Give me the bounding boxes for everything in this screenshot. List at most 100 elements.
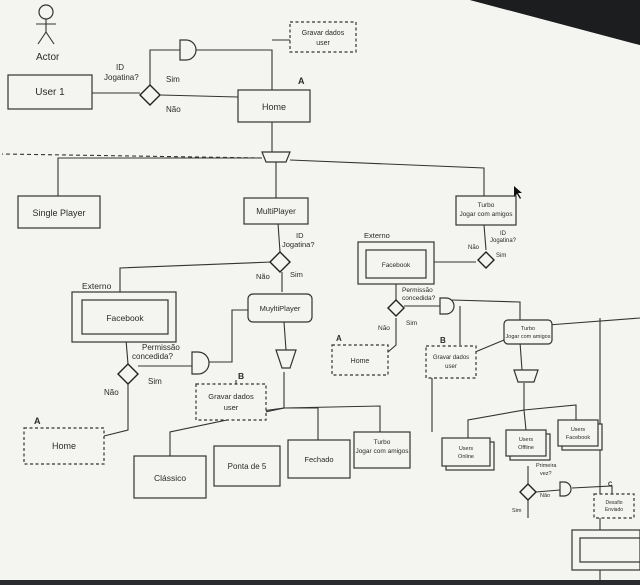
connector-lines [1, 39, 640, 580]
facebook-mid-box [365, 249, 427, 279]
user1-box [7, 74, 93, 110]
marker-b-left: B [238, 371, 244, 381]
turbo-mid-line2: Jogar com amigos [506, 334, 551, 340]
home-a-left-label: Home [52, 441, 76, 451]
decision-primeira-vez-line2: vez? [540, 471, 552, 477]
facebook-left-label: Facebook [106, 313, 144, 323]
muyltiplayer-label: MuyltiPlayer [260, 304, 301, 313]
decision-id-jogatina-mid [269, 251, 291, 273]
edge-label-sim-top: Sim [166, 75, 180, 84]
mouse-cursor-icon [514, 186, 522, 199]
turbo-mid-box [503, 319, 553, 345]
ponta-de-5-box [213, 445, 281, 487]
turbo-bottom-box [353, 431, 411, 469]
delay-shape-left [191, 351, 210, 375]
classico-label: Clássico [154, 473, 186, 483]
gravar-dados-top-box [289, 21, 357, 53]
decision-id-jogatina-top-line2: Jogatina? [104, 73, 139, 82]
edge-label-sim-right: Sim [496, 253, 506, 259]
users-facebook-line1: Users [571, 427, 586, 433]
bottom-right-inner-box [579, 537, 640, 563]
single-player-label: Single Player [32, 208, 85, 218]
decision-id-jogatina-mid-line1: ID [296, 231, 304, 240]
gravar-dados-b-left-line2: user [224, 403, 239, 412]
home-main-box [237, 89, 311, 123]
home-a-left-box [23, 427, 105, 465]
decision-id-jogatina-right-line1: ID [500, 231, 507, 237]
home-a-mid-box [331, 344, 389, 376]
users-online-line2: Online [458, 454, 474, 460]
gravar-dados-b-mid-line1: Gravar dados [433, 355, 469, 361]
externo-left-label: Externo [82, 281, 112, 291]
gravar-dados-b-mid-box [425, 345, 477, 379]
monitor-bezel-top [470, 0, 640, 45]
edge-label-nao-top: Não [166, 105, 181, 114]
split-trapezoid-top [261, 151, 291, 163]
decision-primeira-vez [519, 483, 537, 501]
user1-label: User 1 [35, 87, 65, 98]
edge-label-sim-right2: Sim [512, 508, 522, 514]
edge-label-sim-mid2: Sim [406, 320, 417, 327]
users-online-box [441, 437, 491, 467]
turbo-right-line1: Turbo [478, 202, 495, 209]
edge-label-sim-left: Sim [148, 377, 162, 386]
decision-permissao-mid [387, 299, 405, 317]
actor-label: Actor [36, 52, 60, 63]
multiplayer-box [243, 197, 309, 225]
muyltiplayer-box [247, 293, 313, 323]
edge-label-nao-mid2: Não [378, 325, 390, 332]
turbo-mid-line1: Turbo [521, 326, 535, 332]
marker-b-mid: B [440, 336, 446, 345]
gravar-dados-top-line1: Gravar dados [302, 30, 345, 37]
desafio-box [593, 493, 635, 519]
single-player-box [17, 195, 101, 229]
edge-label-nao-left: Não [104, 388, 119, 397]
classico-box [133, 455, 207, 499]
split-trapezoid-mid [275, 349, 297, 369]
actor-icon [36, 4, 56, 45]
facebook-left-box [81, 299, 169, 335]
edge-label-sim-mid: Sim [290, 270, 303, 279]
decision-permissao-left-line1: Permissão [142, 343, 180, 352]
ponta-de-5-label: Ponta de 5 [228, 462, 267, 471]
home-main-label: Home [262, 102, 286, 112]
decision-id-jogatina-right-line2: Jogatina? [490, 238, 517, 244]
marker-c: C [608, 482, 613, 488]
delay-shape-top [179, 39, 197, 61]
decision-permissao-mid-line2: concedida? [402, 295, 436, 302]
decision-id-jogatina-top [139, 84, 161, 106]
gravar-dados-top-line2: user [316, 40, 330, 47]
desafio-line1: Desafio [606, 500, 623, 506]
delay-shape-right [559, 481, 572, 497]
users-offline-line1: Users [519, 437, 534, 443]
users-offline-line2: Offline [518, 445, 534, 451]
decision-primeira-vez-line1: Primeira [536, 463, 557, 469]
marker-a-top: A [298, 76, 305, 86]
gravar-dados-b-left-line1: Gravar dados [208, 392, 254, 401]
split-trapezoid-right [513, 369, 539, 383]
marker-a-left: A [34, 416, 41, 426]
edge-label-nao-mid: Não [256, 272, 270, 281]
fechado-box [287, 439, 351, 479]
decision-permissao-left [117, 363, 139, 385]
externo-mid-label: Externo [364, 231, 390, 240]
gravar-dados-b-mid-line2: user [445, 364, 457, 370]
decision-id-jogatina-right [477, 251, 495, 269]
turbo-bottom-line1: Turbo [374, 439, 391, 446]
users-facebook-line2: Facebook [566, 435, 590, 441]
decision-id-jogatina-mid-line2: Jogatina? [282, 240, 315, 249]
users-offline-box [505, 429, 547, 457]
gravar-dados-b-left-box [195, 383, 267, 421]
edge-label-nao-right: Não [468, 245, 480, 251]
facebook-mid-label: Facebook [382, 262, 411, 269]
turbo-right-box [455, 195, 517, 226]
desafio-line2: Enviado [605, 507, 623, 513]
home-a-mid-label: Home [351, 358, 370, 365]
decision-permissao-left-line2: concedida? [132, 352, 173, 361]
decision-permissao-mid-line1: Permissão [402, 287, 433, 294]
users-online-line1: Users [459, 446, 474, 452]
turbo-bottom-line2: Jogar com amigos [355, 448, 409, 455]
